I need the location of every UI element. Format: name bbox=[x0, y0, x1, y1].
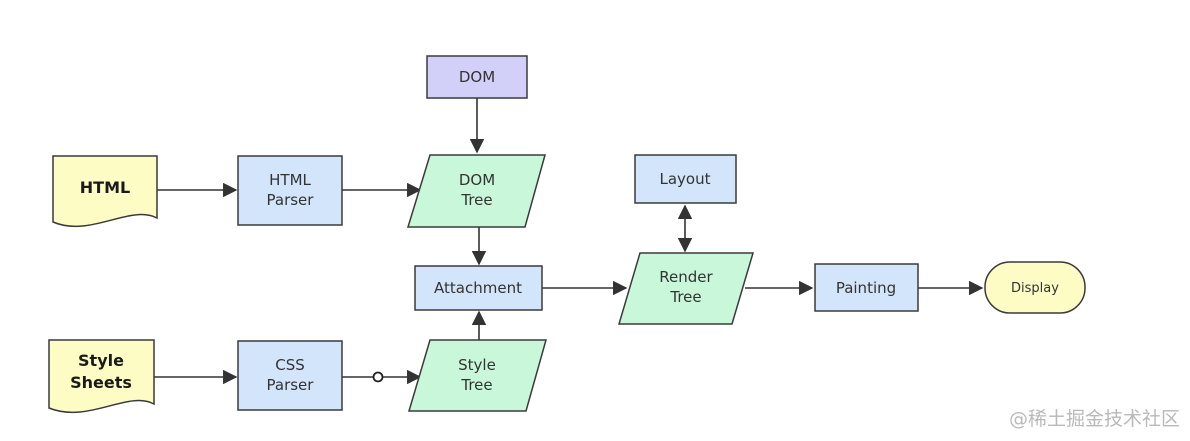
dom-tree-shape bbox=[406, 154, 546, 228]
node-label-line: Attachment bbox=[434, 279, 522, 297]
cursor-marker bbox=[372, 371, 384, 383]
node-label-line: Tree bbox=[460, 191, 492, 209]
html-document-label: HTML bbox=[80, 178, 130, 197]
node-label-line: HTML bbox=[269, 171, 311, 189]
attachment-label: Attachment bbox=[434, 279, 522, 297]
node-label-line: Display bbox=[1011, 281, 1059, 296]
painting-node: Painting bbox=[814, 263, 919, 312]
painting-label: Painting bbox=[836, 279, 896, 297]
attachment-node: Attachment bbox=[414, 265, 543, 311]
dom-label: DOM bbox=[459, 68, 495, 86]
node-label-line: Tree bbox=[460, 376, 492, 394]
connectors bbox=[154, 98, 984, 385]
node-label-line: Tree bbox=[669, 288, 701, 306]
layout-label: Layout bbox=[660, 170, 711, 188]
layout-node: Layout bbox=[634, 154, 737, 204]
dom-box bbox=[426, 55, 528, 99]
node-label-line: Render bbox=[659, 268, 713, 286]
node-label-line: Sheets bbox=[70, 372, 132, 391]
node-label-line: Painting bbox=[836, 279, 896, 297]
layout-box bbox=[634, 154, 737, 204]
html-parser-node: HTML Parser bbox=[237, 155, 343, 226]
render-tree-shape bbox=[617, 252, 755, 325]
node-label-line: Parser bbox=[267, 376, 315, 394]
dom-tree-node: DOM Tree bbox=[406, 154, 546, 228]
display-label: Display bbox=[1011, 281, 1059, 296]
painting-box bbox=[814, 263, 919, 312]
css-parser-label: CSS Parser bbox=[267, 356, 315, 394]
html-parser-label: HTML Parser bbox=[267, 171, 315, 209]
html-document-shape bbox=[52, 155, 158, 228]
css-parser-node: CSS Parser bbox=[237, 340, 343, 411]
node-label-line: CSS bbox=[275, 356, 305, 374]
html-parser-box bbox=[237, 155, 343, 226]
css-parser-box bbox=[237, 340, 343, 411]
node-label-line: Style bbox=[458, 356, 496, 374]
stylesheets-document-shape bbox=[48, 339, 155, 414]
node-label-line: DOM bbox=[459, 68, 495, 86]
dom-tree-label: DOM Tree bbox=[459, 171, 495, 209]
node-label-line: Parser bbox=[267, 191, 315, 209]
style-tree-shape bbox=[407, 339, 547, 412]
node-label-line: Style bbox=[78, 351, 124, 370]
attachment-box bbox=[414, 265, 543, 311]
display-shape bbox=[984, 261, 1086, 314]
watermark-text: @稀土掘金技术社区 bbox=[1008, 408, 1180, 430]
dom-node: DOM bbox=[426, 55, 528, 99]
node-label-line: Layout bbox=[660, 170, 711, 188]
display-node: Display bbox=[984, 261, 1086, 314]
html-document-node: HTML bbox=[52, 155, 158, 228]
node-label-line: HTML bbox=[80, 178, 130, 197]
node-label-line: DOM bbox=[459, 171, 495, 189]
